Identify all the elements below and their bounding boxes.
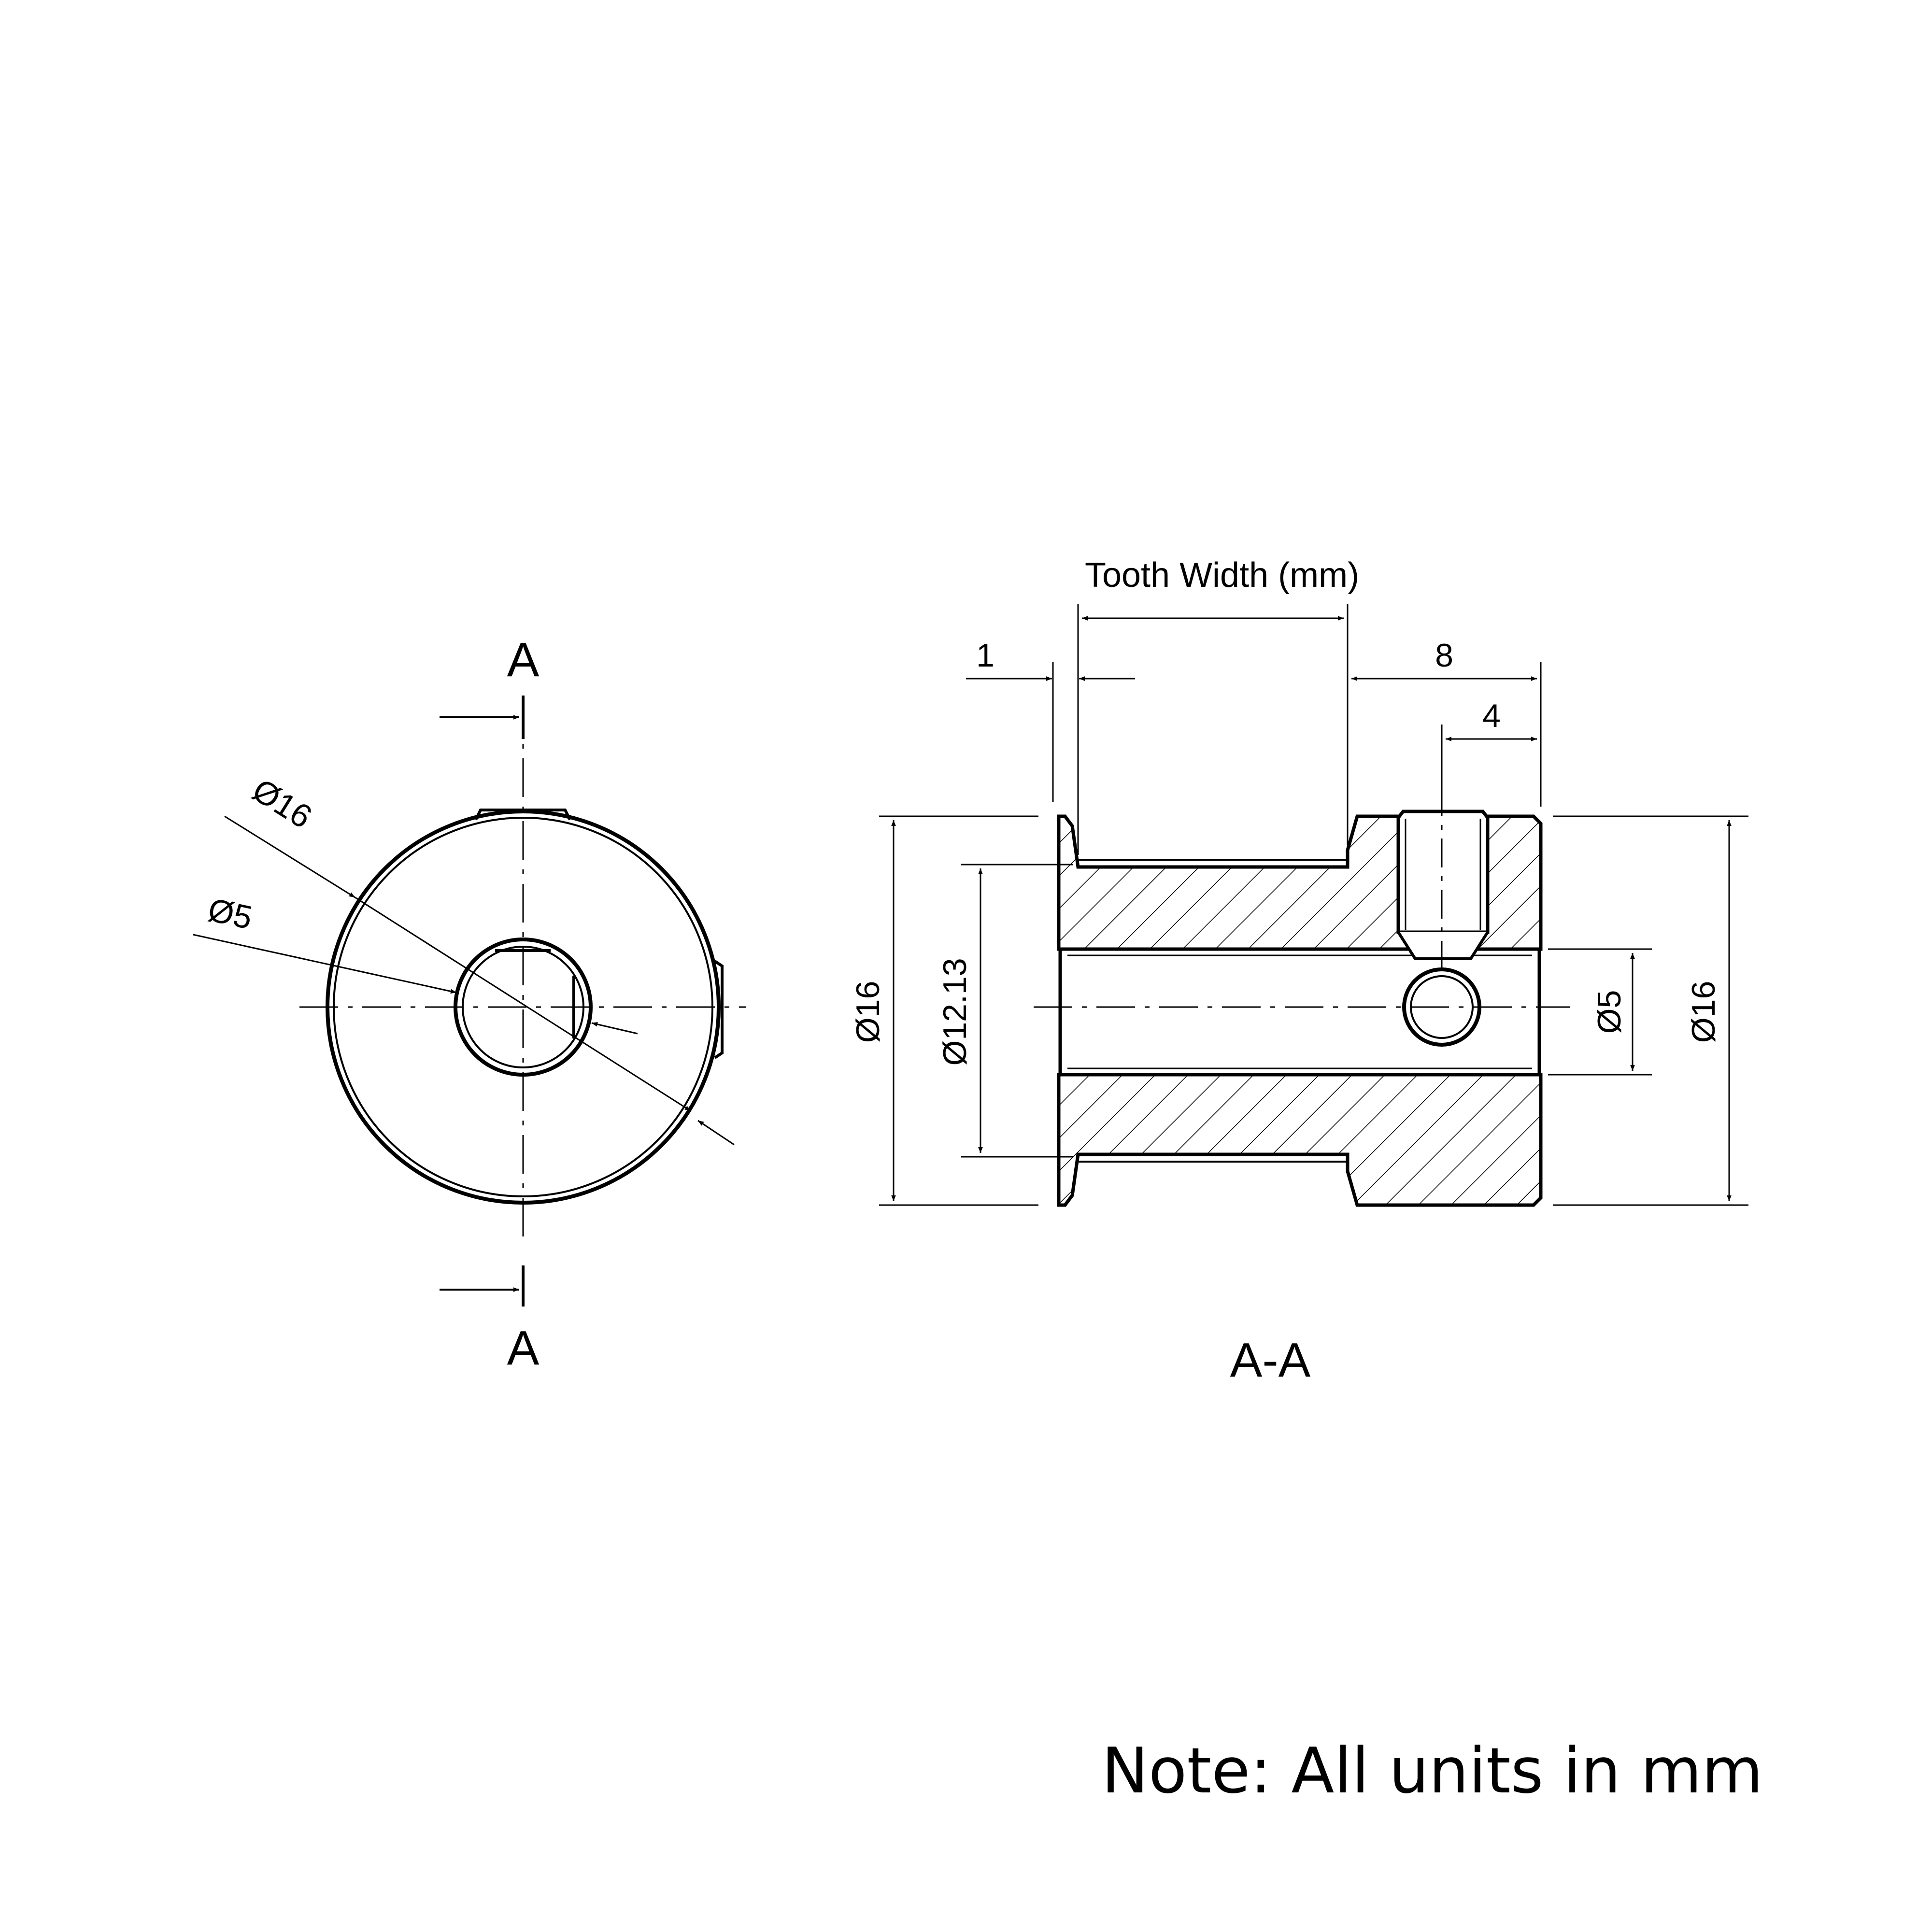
outer-diameter-leader-through: [355, 896, 691, 1112]
set-screw: [1396, 810, 1490, 934]
front-view: A A Ø16 Ø5: [193, 633, 746, 1375]
section-label-bottom: A: [507, 1321, 540, 1375]
front-bore-diameter-label: Ø5: [205, 891, 256, 936]
set-screw-tip: [1397, 931, 1489, 960]
flange-dim-label: 1: [976, 637, 994, 674]
hub-dim-label: 8: [1435, 637, 1453, 674]
bore-diameter-leader-tail: [591, 1022, 638, 1035]
right-outer-dim-label: Ø16: [1685, 981, 1722, 1043]
outer-diameter-leader: [224, 815, 355, 898]
left-outer-dim-label: Ø16: [850, 981, 886, 1043]
front-outer-diameter-label: Ø16: [246, 771, 318, 836]
bore-keyway: [495, 949, 575, 1038]
section-view: Tooth Width (mm) 1 8 4 Ø16 Ø12.13 Ø5 Ø16…: [850, 556, 1748, 1387]
top-set-screw-tab: [474, 809, 571, 821]
outer-diameter-leader-tail: [697, 1120, 735, 1146]
set-screw-dim-label: 4: [1482, 697, 1501, 734]
bore-circle-inner: [462, 946, 584, 1068]
tooth-width-label: Tooth Width (mm): [1085, 556, 1359, 595]
units-note: Note: All units in mm: [1101, 1734, 1763, 1807]
section-title: A-A: [1230, 1333, 1311, 1387]
section-body-lower: [1057, 1073, 1543, 1207]
right-set-screw-tab: [714, 960, 724, 1059]
pitch-dim-label: Ø12.13: [937, 958, 973, 1065]
bore-circle: [454, 938, 593, 1077]
bore-diameter-leader: [193, 934, 457, 994]
outer-circle-inner-edge: [333, 817, 713, 1197]
bore-dim-label: Ø5: [1591, 990, 1628, 1034]
section-label-top: A: [507, 633, 540, 687]
